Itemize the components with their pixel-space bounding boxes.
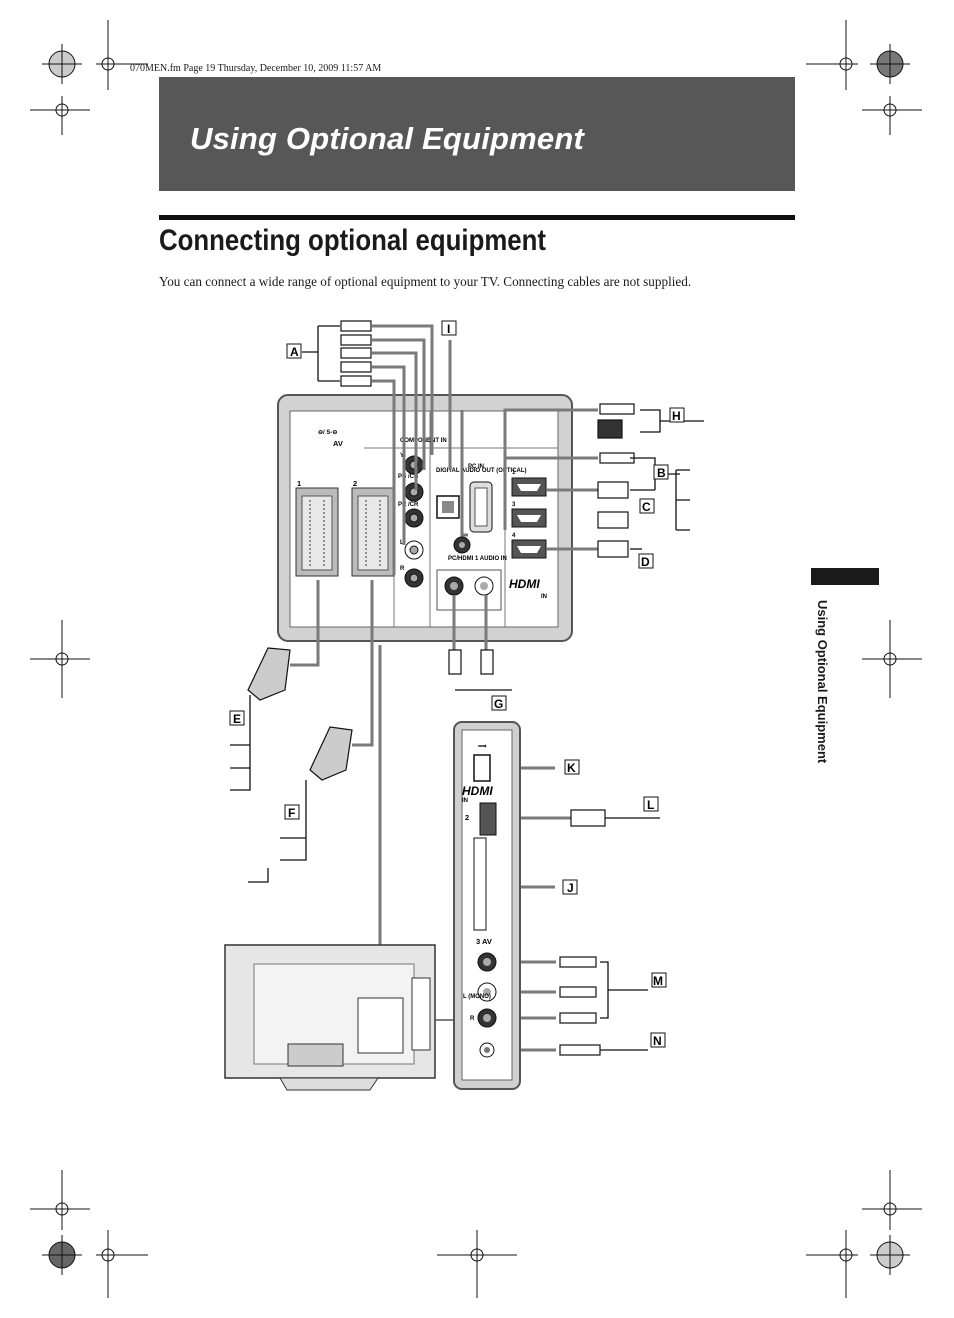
cables	[290, 324, 598, 1052]
side-l-mono-label: L (MONO)	[463, 994, 491, 1000]
scart2-number: 2	[353, 479, 357, 488]
svg-text:F: F	[288, 806, 295, 820]
y-label: Y	[400, 453, 404, 459]
svg-text:L: L	[647, 798, 654, 812]
callout-J: J	[562, 879, 578, 895]
scart-plugs	[247, 647, 353, 781]
crosshair-2	[806, 20, 858, 90]
callout-H: H	[669, 407, 685, 423]
crosshair-3	[30, 96, 90, 135]
side-r-label: R	[470, 1016, 475, 1022]
svg-text:H: H	[672, 409, 681, 423]
component-jacks	[404, 455, 424, 588]
side-thumb-tab	[811, 568, 879, 585]
pc-hdmi-audio-label: PC/HDMI 1 AUDIO IN	[448, 556, 507, 562]
svg-text:⟹: ⟹	[478, 744, 487, 750]
side-hdmi-number: 2	[465, 813, 469, 822]
svg-text:A: A	[290, 345, 299, 359]
hdmi-port1-number: 1	[512, 470, 516, 476]
chapter-title: Using Optional Equipment	[190, 121, 585, 156]
tv-rear-illustration	[224, 944, 454, 1091]
side-hdmi-in: IN	[462, 798, 468, 804]
side-hdmi-port	[479, 802, 497, 836]
plugs	[340, 320, 635, 1056]
svg-text:E: E	[233, 712, 241, 726]
crosshair-5	[30, 620, 90, 698]
hdmi-port3-number: 3	[512, 502, 516, 508]
callout-A: A	[286, 343, 302, 359]
crosshair-10	[437, 1230, 517, 1298]
reg-mark-br	[870, 1235, 910, 1275]
side-av-label: 3 AV	[476, 937, 492, 946]
pb-label: PB /CB	[398, 474, 419, 480]
crosshair-6	[862, 620, 922, 698]
intro-paragraph: You can connect a wide range of optional…	[159, 274, 692, 289]
callout-L: L	[643, 796, 659, 812]
reg-mark-tl	[42, 44, 82, 84]
crosshair-8	[862, 1170, 922, 1230]
file-header-line: 070MEN.fm Page 19 Thursday, December 10,…	[130, 63, 382, 74]
callout-M: M	[651, 972, 667, 988]
crosshair-1	[96, 20, 148, 90]
section-title: Connecting optional equipment	[159, 224, 546, 257]
svg-text:⊖/ S-⊖: ⊖/ S-⊖	[318, 430, 337, 436]
callout-B: B	[653, 464, 669, 480]
crosshair-4	[862, 96, 922, 135]
svg-text:J: J	[567, 881, 574, 895]
scart-connector-2	[351, 487, 395, 577]
pc-in-label: PC IN	[468, 464, 484, 470]
callouts: A I H B C D G E F K L J M N	[229, 320, 685, 1048]
scart-connector-1	[295, 487, 339, 577]
usb-port	[473, 754, 491, 782]
side-panel: ⟹ HDMI IN 2 3 AV L (MONO) R	[453, 721, 521, 1090]
svg-text:M: M	[653, 974, 663, 988]
svg-text:N: N	[653, 1034, 662, 1048]
svg-text:D: D	[641, 555, 650, 569]
reg-mark-bl	[42, 1235, 82, 1275]
scart1-number: 1	[297, 479, 301, 488]
svg-text:K: K	[567, 761, 576, 775]
av-label: AV	[333, 439, 343, 448]
callout-D: D	[638, 553, 654, 569]
chapter-banner: Using Optional Equipment	[159, 77, 795, 191]
callout-C: C	[639, 498, 655, 514]
hdmi-port4-number: 4	[512, 533, 516, 539]
callout-K: K	[564, 759, 580, 775]
callout-G: G	[491, 695, 507, 711]
callout-N: N	[650, 1032, 666, 1048]
l-label: L	[400, 540, 404, 546]
callout-I: I	[441, 320, 457, 336]
svg-text:B: B	[657, 466, 666, 480]
pr-label: PR /CR	[398, 502, 419, 508]
svg-text:HDMI: HDMI	[462, 784, 493, 798]
svg-text:I: I	[447, 322, 450, 336]
callout-F: F	[284, 804, 300, 820]
r-label: R	[400, 566, 405, 572]
ci-slot	[473, 837, 487, 931]
hdmi-in-label: IN	[541, 594, 547, 600]
svg-text:G: G	[494, 697, 503, 711]
reg-mark-tr	[870, 44, 910, 84]
digital-audio-out-label: DIGITAL AUDIO OUT (OPTICAL)	[436, 468, 527, 474]
section-rule	[159, 215, 795, 220]
crosshair-11	[806, 1230, 858, 1298]
registration-marks	[30, 20, 922, 1298]
hdmi-ports	[511, 477, 547, 559]
callout-E: E	[229, 710, 245, 726]
hdmi-logo: HDMI	[509, 577, 540, 591]
crosshair-9	[96, 1230, 148, 1298]
crosshair-7	[30, 1170, 90, 1230]
svg-text:C: C	[642, 500, 651, 514]
